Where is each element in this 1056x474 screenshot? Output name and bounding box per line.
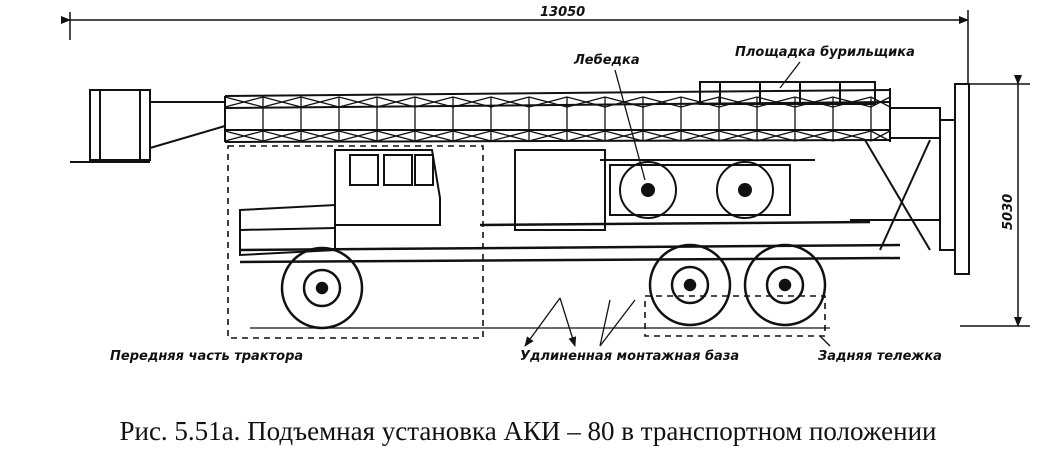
mast-lattice [224, 96, 891, 142]
label-front-tractor: Передняя часть трактора [110, 349, 303, 364]
zone-front-tractor [227, 145, 484, 339]
label-winch: Лебедка [573, 53, 640, 68]
rear-tower [850, 83, 970, 275]
tractor-cab [239, 149, 441, 257]
leader-lines [524, 61, 831, 347]
front-wheel [280, 246, 364, 330]
chassis-frame [239, 220, 901, 264]
label-derrick-platform: Площадка бурильщика [735, 45, 915, 60]
length-value: 13050 [540, 5, 585, 20]
zone-rear-bogie [644, 295, 826, 337]
figure-caption: Рис. 5.51а. Подъемная установка АКИ – 80… [119, 416, 937, 446]
label-rear-bogie: Задняя тележка [818, 349, 942, 364]
winch-housing [514, 149, 815, 231]
length-dimension [61, 10, 969, 84]
rear-wheel-1 [648, 243, 732, 327]
label-extended-base: Удлиненная монтажная база [520, 349, 739, 364]
height-value: 5030 [1001, 194, 1016, 230]
height-dimension [960, 75, 1030, 327]
rear-wheel-2 [743, 243, 827, 327]
